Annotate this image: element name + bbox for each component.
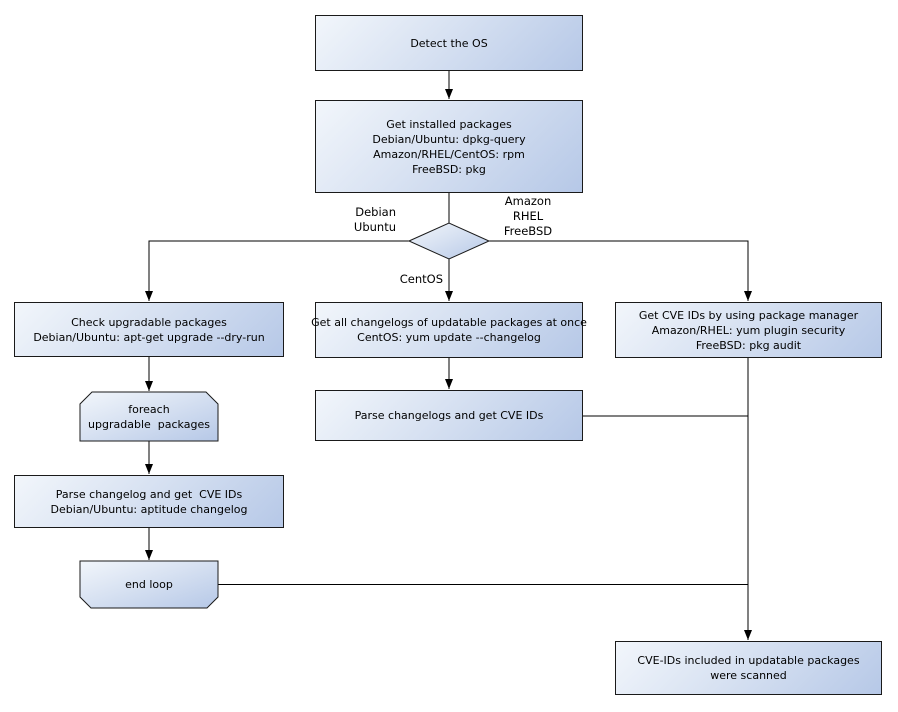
node-detect-os: Detect the OS [315, 15, 583, 71]
edge-label-line: Debian [355, 205, 396, 219]
node-text-line: Debian/Ubuntu: apt-get upgrade --dry-run [33, 330, 265, 344]
node-text-line: upgradable packages [88, 417, 210, 431]
edge-label-line: Ubuntu [353, 220, 396, 234]
node-get-cve-ids: Get CVE IDs by using package manager Ama… [615, 302, 882, 358]
node-text-line: CVE-IDs included in updatable packages [637, 654, 860, 667]
node-parse-changelog-debian: Parse changelog and get CVE IDs Debian/U… [14, 475, 284, 528]
connector-decision-to-check-upgradable [145, 240, 409, 301]
edge-label-line: FreeBSD [503, 224, 553, 238]
edge-label-line: RHEL [512, 209, 544, 223]
node-foreach-loop: foreach upgradable packages [80, 392, 218, 441]
node-text-line: Check upgradable packages [71, 315, 227, 329]
edge-label-line: Amazon [504, 194, 552, 208]
edge-label-amazon-rhel-freebsd: Amazon RHEL FreeBSD [478, 194, 578, 239]
connector-decision-to-cve-ids [489, 240, 752, 301]
node-text-line: Get installed packages [386, 117, 512, 131]
edge-label-line: CentOS [399, 272, 443, 286]
loop-end-shape [79, 560, 219, 609]
node-text-line: FreeBSD: pkg audit [695, 338, 802, 352]
node-parse-changelogs: Parse changelogs and get CVE IDs [315, 390, 583, 441]
node-get-installed-packages: Get installed packages Debian/Ubuntu: dp… [315, 100, 583, 193]
node-text-line: Get CVE IDs by using package manager [638, 308, 859, 322]
node-scan-result: CVE-IDs included in updatable packages w… [615, 641, 882, 695]
node-check-upgradable-packages: Check upgradable packages Debian/Ubuntu:… [14, 302, 284, 357]
node-text-line: Parse changelog and get CVE IDs [55, 487, 243, 501]
node-text-line: foreach [128, 402, 170, 416]
decision-diamond-os [407, 222, 491, 260]
edge-label-centos: CentOS [343, 272, 443, 287]
node-text-line: Detect the OS [410, 36, 488, 50]
node-text-line: Get all changelogs of updatable packages… [311, 316, 587, 329]
edge-label-debian-ubuntu: Debian Ubuntu [296, 205, 396, 235]
node-text-line: Debian/Ubuntu: aptitude changelog [50, 502, 248, 516]
node-text-line: end loop [125, 578, 173, 591]
node-text-line: Amazon/RHEL/CentOS: rpm [373, 147, 525, 161]
node-get-all-changelogs: Get all changelogs of updatable packages… [311, 302, 587, 358]
loop-start-shape [79, 391, 219, 442]
node-end-loop: end loop [80, 561, 218, 608]
node-text-line: were scanned [710, 669, 787, 682]
node-text-line: CentOS: yum update --changelog [357, 331, 541, 344]
node-text-line: Debian/Ubuntu: dpkg-query [372, 132, 526, 146]
node-text-line: Amazon/RHEL: yum plugin security [651, 323, 846, 337]
node-text-line: Parse changelogs and get CVE IDs [354, 409, 544, 422]
node-text-line: FreeBSD: pkg [412, 162, 486, 176]
